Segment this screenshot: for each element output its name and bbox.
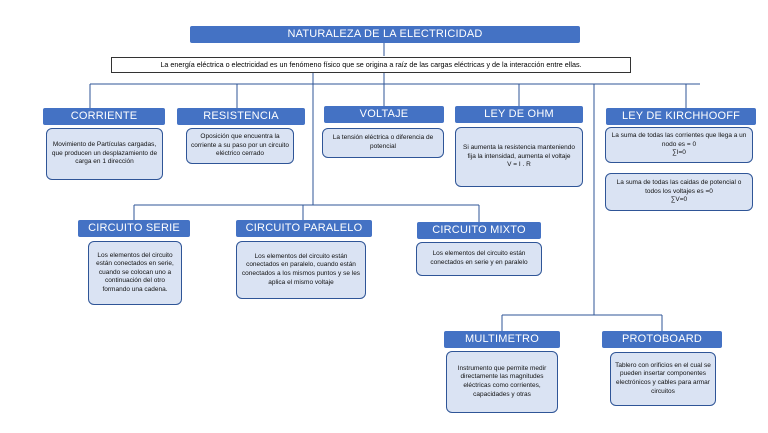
ley-ohm-header: LEY DE OHM: [455, 106, 583, 123]
circuito-mixto-description: Los elementos del circuito están conecta…: [416, 242, 542, 276]
corriente-description: Movimiento de Partículas cargadas, que p…: [46, 128, 163, 180]
circuito-serie-header: CIRCUITO SERIE: [78, 220, 190, 237]
corriente-header: CORRIENTE: [43, 108, 165, 125]
multimetro-description: Instrumento que permite medir directamen…: [446, 351, 558, 413]
kirchhoff-description-current: La suma de todas las corrientes que lleg…: [605, 127, 753, 163]
page-title: NATURALEZA DE LA ELECTRICIDAD: [190, 26, 580, 43]
circuito-paralelo-description: Los elementos del circuito están conecta…: [236, 241, 366, 299]
resistencia-description: Oposición que encuentra la corriente a s…: [186, 128, 294, 164]
voltaje-description: La tensión eléctrica o diferencia de pot…: [322, 128, 444, 158]
circuito-serie-description: Los elementos del circuito están conecta…: [88, 241, 182, 305]
multimetro-header: MULTIMETRO: [444, 331, 560, 348]
protoboard-description: Tablero con orificios en el cual se pued…: [610, 352, 716, 406]
circuito-mixto-header: CIRCUITO MIXTO: [417, 222, 541, 239]
protoboard-header: PROTOBOARD: [602, 331, 722, 348]
kirchhoff-description-voltage: La suma de todas las caidas de potencial…: [605, 173, 753, 211]
voltaje-header: VOLTAJE: [324, 106, 444, 123]
kirchhoff-header: LEY DE KIRCHHOOFF: [606, 108, 756, 125]
resistencia-header: RESISTENCIA: [177, 108, 305, 125]
circuito-paralelo-header: CIRCUITO PARALELO: [236, 220, 372, 237]
ley-ohm-description: Si aumenta la resistencia manteniendo fi…: [455, 127, 583, 187]
definition-box: La energía eléctrica o electricidad es u…: [111, 57, 631, 73]
